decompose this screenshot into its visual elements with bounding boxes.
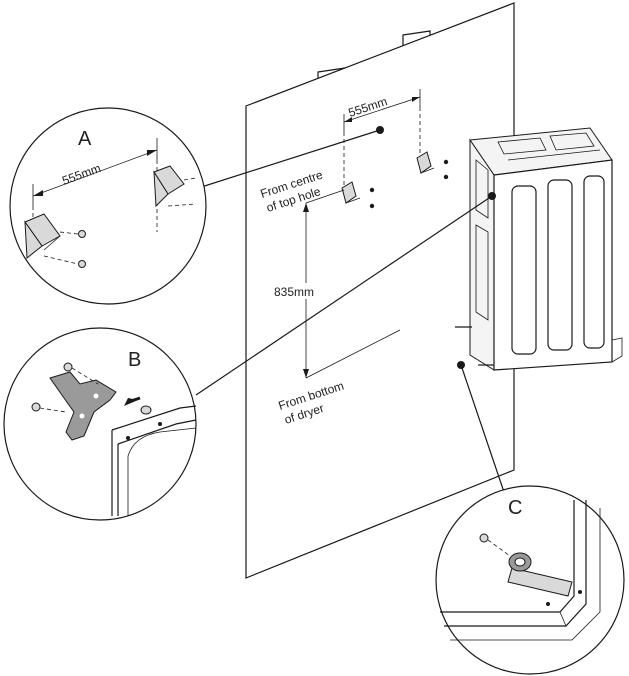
wall-bracket-left <box>341 181 375 209</box>
detail-a: A 555mm <box>9 107 207 305</box>
detail-c: C <box>435 485 625 675</box>
wall-bracket-right <box>416 151 449 180</box>
detail-a-letter: A <box>78 128 92 150</box>
height-label: 835mm <box>274 285 314 299</box>
top-spacing-dimension <box>343 89 421 186</box>
detail-b-letter: B <box>128 349 141 371</box>
wall-panel <box>245 2 515 579</box>
callout-leaders <box>191 126 506 496</box>
detail-c-letter: C <box>508 497 522 519</box>
dryer-unit <box>455 127 623 371</box>
detail-b: B <box>3 327 197 521</box>
